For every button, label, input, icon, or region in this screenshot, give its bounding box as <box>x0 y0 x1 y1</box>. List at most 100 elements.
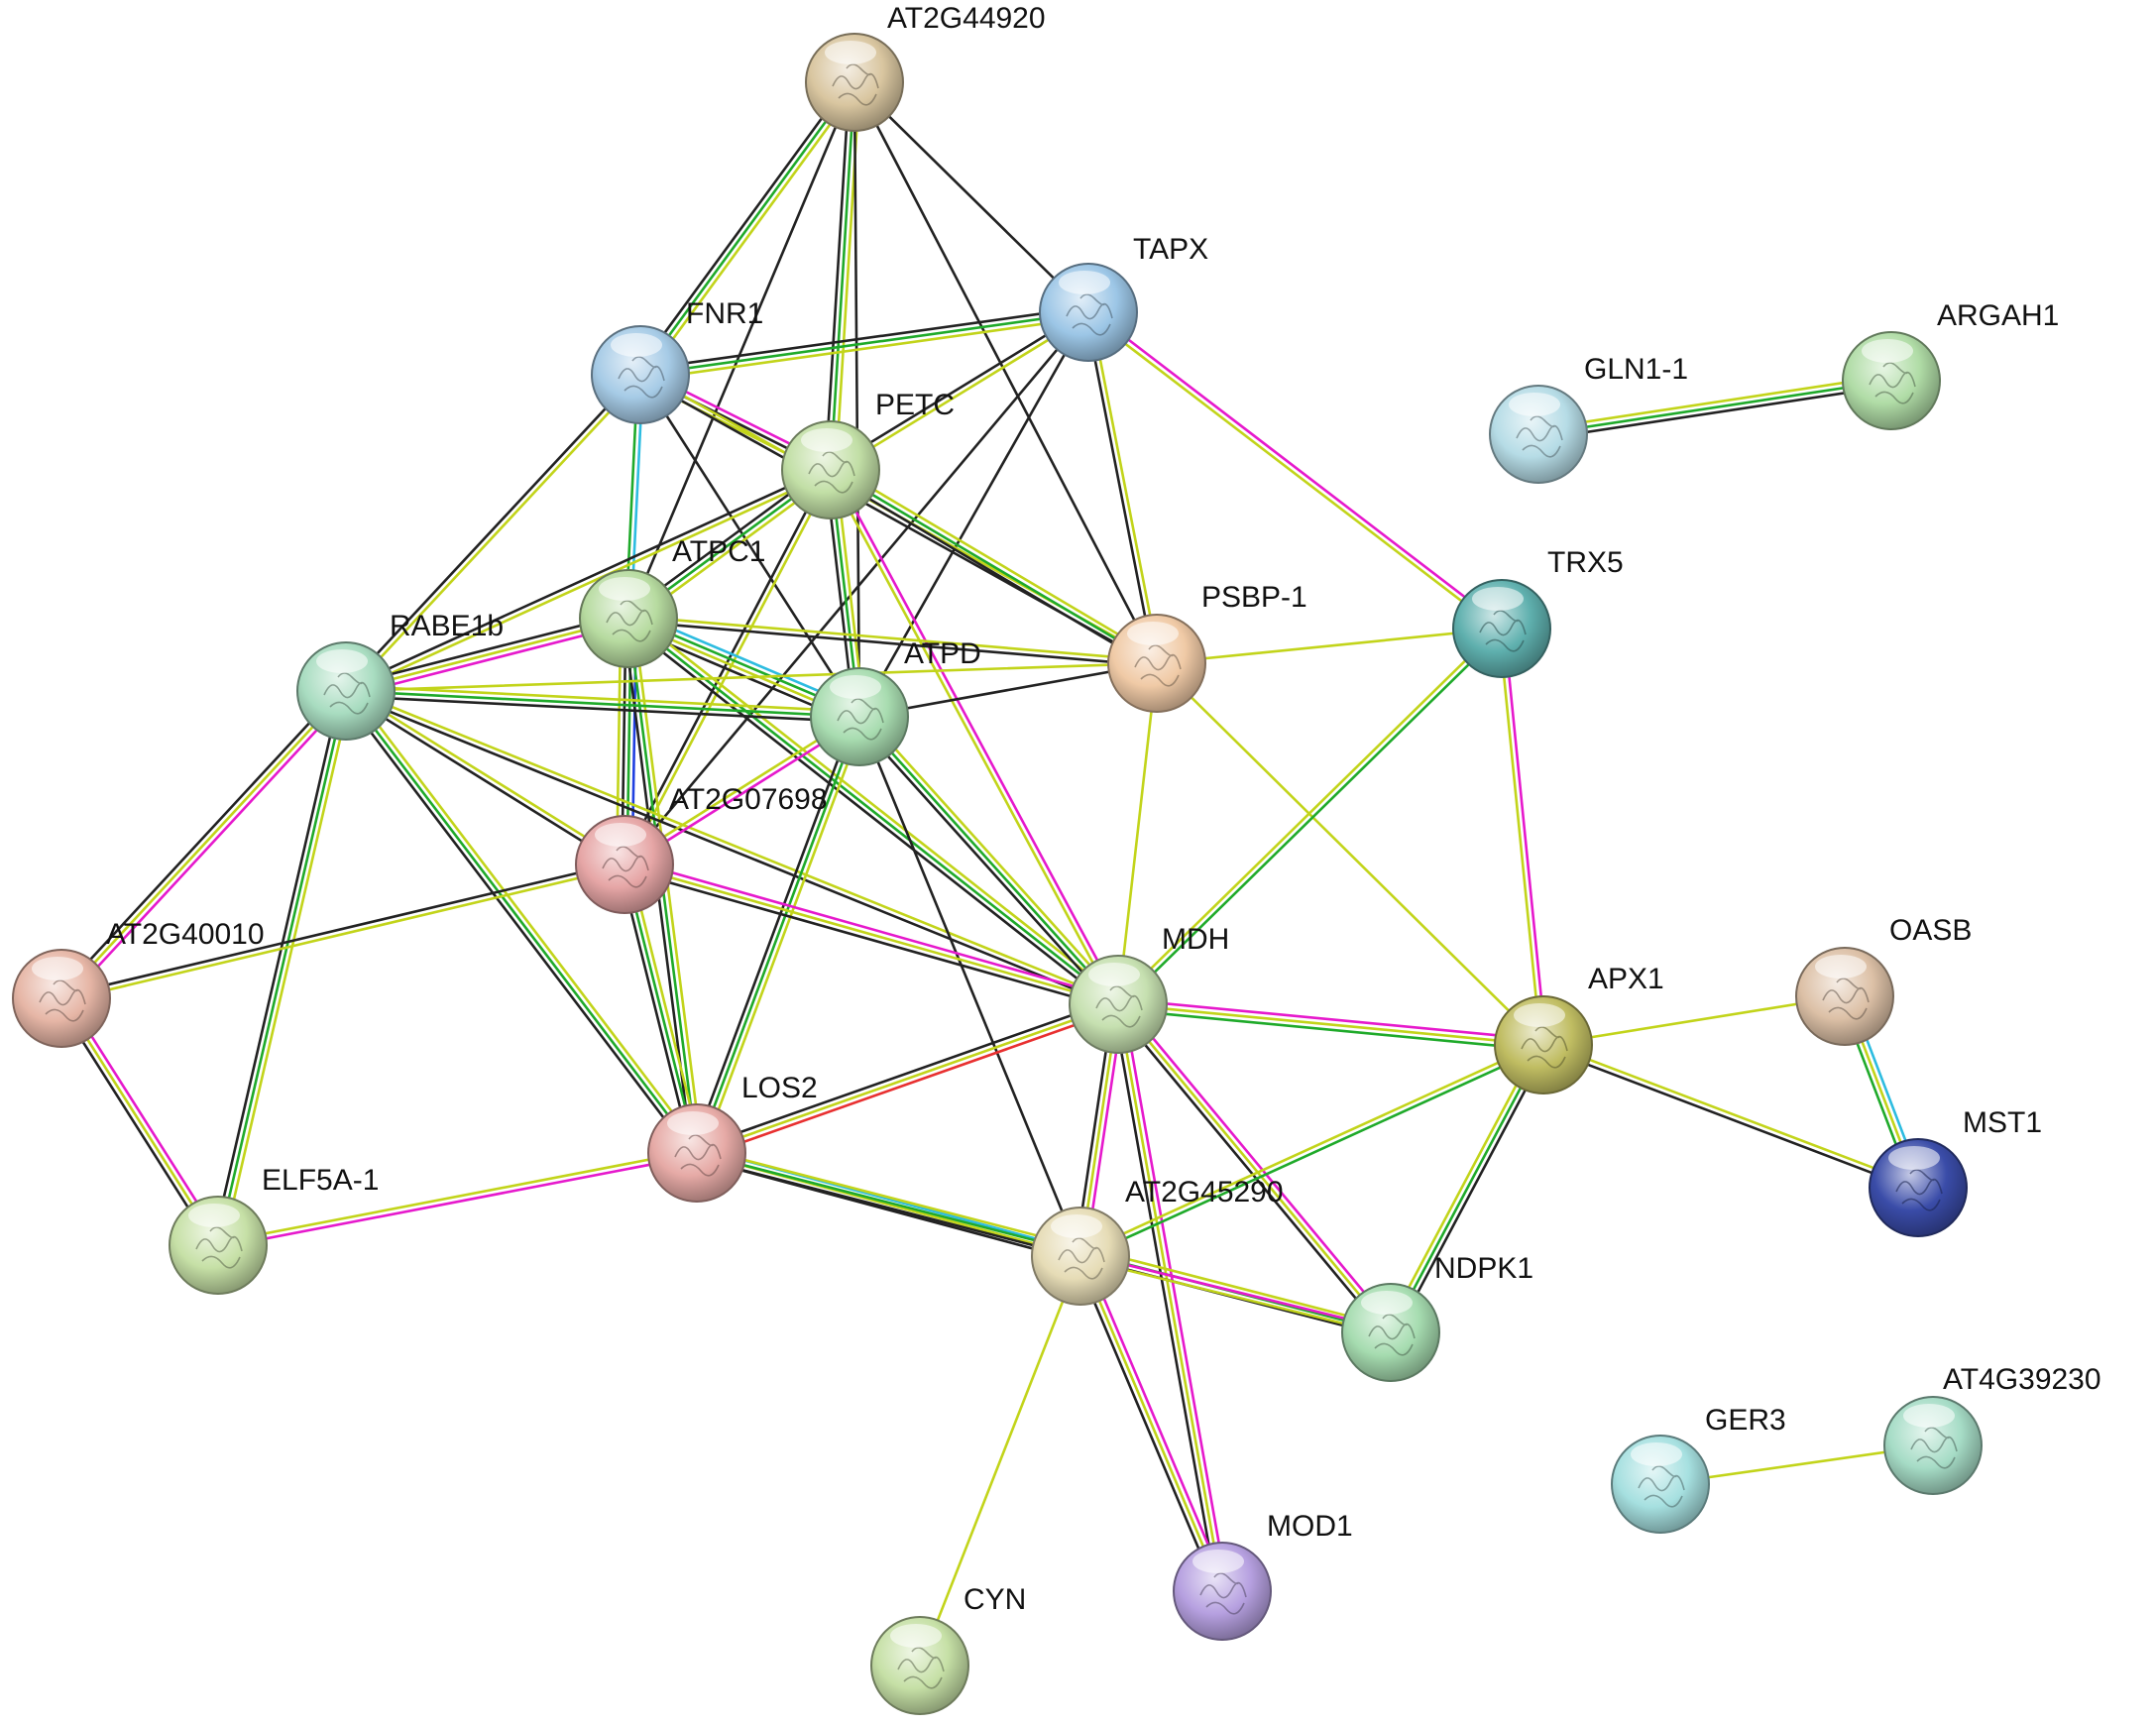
edge-TAPX-AT2G07698 <box>623 310 1090 866</box>
node-highlight <box>188 1204 240 1227</box>
protein-structure-icon <box>1095 985 1143 1028</box>
edge-strand-textmining <box>1541 994 1847 1047</box>
edge-AT2G45290-MOD1 <box>1074 1252 1229 1595</box>
edge-strand-coexpression <box>638 373 861 719</box>
edge-strand-textmining <box>1116 1002 1393 1334</box>
node-at2g07698[interactable]: AT2G07698 <box>575 783 828 914</box>
edge-AT2G07698-AT2G40010 <box>59 861 626 1002</box>
edge-PSBP-1-TRX5 <box>1155 627 1504 665</box>
edge-strand-neighborhood <box>1389 1043 1545 1334</box>
node-atpd[interactable]: ATPD <box>810 637 981 766</box>
edge-MDH-MOD1 <box>1111 1001 1229 1594</box>
node-highlight <box>1888 1146 1940 1170</box>
node-los2[interactable]: LOS2 <box>647 1072 818 1203</box>
edge-strand-textmining <box>1078 1257 1392 1336</box>
edge-strand-neighborhood <box>1536 379 1893 436</box>
edge-TAPX-PETC <box>828 308 1091 474</box>
node-label: RABE1b <box>390 610 504 642</box>
edge-AT2G07698-MDH <box>622 858 1121 1011</box>
edge-layer <box>56 77 1935 1668</box>
edge-strand-textmining <box>345 471 834 695</box>
node-rabe1b[interactable]: RABE1b <box>296 610 504 741</box>
node-label: AT2G45290 <box>1125 1176 1284 1209</box>
edge-strand-textmining <box>700 717 866 1157</box>
node-tapx[interactable]: TAPX <box>1039 233 1208 362</box>
edge-strand-experiments <box>217 1154 699 1249</box>
edge-strand-textmining <box>626 615 1159 662</box>
edge-RABE1b-MDH <box>343 687 1121 1008</box>
node-at2g44920[interactable]: AT2G44920 <box>805 2 1046 132</box>
node-highlight <box>830 675 881 699</box>
edge-strand-textmining <box>344 684 861 714</box>
node-petc[interactable]: PETC <box>781 389 955 519</box>
node-mod1[interactable]: MOD1 <box>1173 1510 1353 1641</box>
node-elf5a-1[interactable]: ELF5A-1 <box>169 1164 379 1295</box>
node-mst1[interactable]: MST1 <box>1869 1106 2042 1237</box>
edge-ATPC1-PSBP-1 <box>626 615 1159 667</box>
node-ger3[interactable]: GER3 <box>1611 1404 1786 1534</box>
protein-structure-icon <box>832 63 879 106</box>
edge-strand-coexpression <box>693 997 1118 1150</box>
protein-structure-icon <box>1058 1237 1105 1280</box>
edge-strand-textmining <box>695 1002 1120 1155</box>
node-at2g45290[interactable]: AT2G45290 <box>1031 1176 1284 1306</box>
node-fnr1[interactable]: FNR1 <box>591 297 763 424</box>
edge-PSBP-1-APX1 <box>1155 661 1545 1047</box>
edge-strand-coexpression <box>828 308 1088 470</box>
edge-FNR1-RABE1b <box>342 371 644 695</box>
node-label: ATPC1 <box>672 535 765 568</box>
protein-structure-icon <box>674 1134 722 1177</box>
edge-strand-textmining <box>1089 310 1161 664</box>
node-gln1-1[interactable]: GLN1-1 <box>1489 353 1688 484</box>
edge-AT2G45290-APX1 <box>1078 1041 1546 1260</box>
node-highlight <box>1509 393 1560 416</box>
edge-strand-textmining <box>1114 625 1502 1004</box>
node-atpc1[interactable]: ATPC1 <box>579 535 765 668</box>
edge-strand-coexpression <box>626 620 1159 667</box>
edge-strand-textmining <box>1542 1041 1921 1187</box>
edge-FNR1-ATPD <box>638 373 861 719</box>
node-label: ELF5A-1 <box>262 1164 379 1197</box>
edge-strand-experiments <box>831 467 1122 1005</box>
node-at4g39230[interactable]: AT4G39230 <box>1883 1363 2101 1495</box>
node-argah1[interactable]: ARGAH1 <box>1842 299 2059 430</box>
node-trx5[interactable]: TRX5 <box>1452 546 1624 678</box>
edge-strand-coexpression <box>626 80 856 621</box>
node-highlight <box>801 428 852 452</box>
node-highlight <box>1514 1003 1565 1027</box>
edge-strand-experiments <box>1121 1001 1229 1592</box>
edge-strand-neighborhood <box>216 689 348 1247</box>
edge-strand-textmining <box>1078 1254 1224 1593</box>
node-psbp-1[interactable]: PSBP-1 <box>1107 581 1307 713</box>
edge-strand-coexpression <box>637 305 1089 372</box>
node-ndpk1[interactable]: NDPK1 <box>1341 1252 1533 1382</box>
node-mdh[interactable]: MDH <box>1069 923 1229 1054</box>
node-label: GER3 <box>1705 1404 1786 1437</box>
edge-strand-coexpression <box>857 310 1090 719</box>
edge-TAPX-FNR1 <box>637 305 1091 382</box>
edge-strand-coexpression <box>1111 1003 1219 1594</box>
edge-PETC-MDH <box>827 467 1122 1007</box>
edge-strand-textmining <box>642 83 860 380</box>
edge-strand-textmining <box>1116 661 1159 1006</box>
edge-RABE1b-ELF5A-1 <box>211 688 353 1248</box>
edge-AT2G44920-FNR1 <box>634 77 860 380</box>
node-highlight <box>1815 955 1867 979</box>
node-cyn[interactable]: CYN <box>870 1583 1026 1715</box>
node-oasb[interactable]: OASB <box>1795 914 1972 1046</box>
edge-strand-experiments <box>63 693 352 1003</box>
node-highlight <box>595 823 646 847</box>
node-label: AT2G44920 <box>887 2 1046 35</box>
edge-RABE1b-LOS2 <box>340 686 703 1158</box>
edge-strand-coexpression <box>827 473 1156 669</box>
node-highlight <box>1088 963 1140 986</box>
node-apx1[interactable]: APX1 <box>1494 963 1664 1094</box>
node-highlight <box>890 1624 942 1648</box>
protein-structure-icon <box>897 1647 945 1689</box>
edge-NDPK1-APX1 <box>1385 1041 1549 1336</box>
node-highlight <box>1127 622 1179 645</box>
edge-AT2G44920-ATPD <box>852 80 861 719</box>
edge-ATPD-PSBP-1 <box>857 661 1159 719</box>
edge-MDH-TRX5 <box>1114 625 1506 1008</box>
node-at2g40010[interactable]: AT2G40010 <box>12 918 265 1048</box>
